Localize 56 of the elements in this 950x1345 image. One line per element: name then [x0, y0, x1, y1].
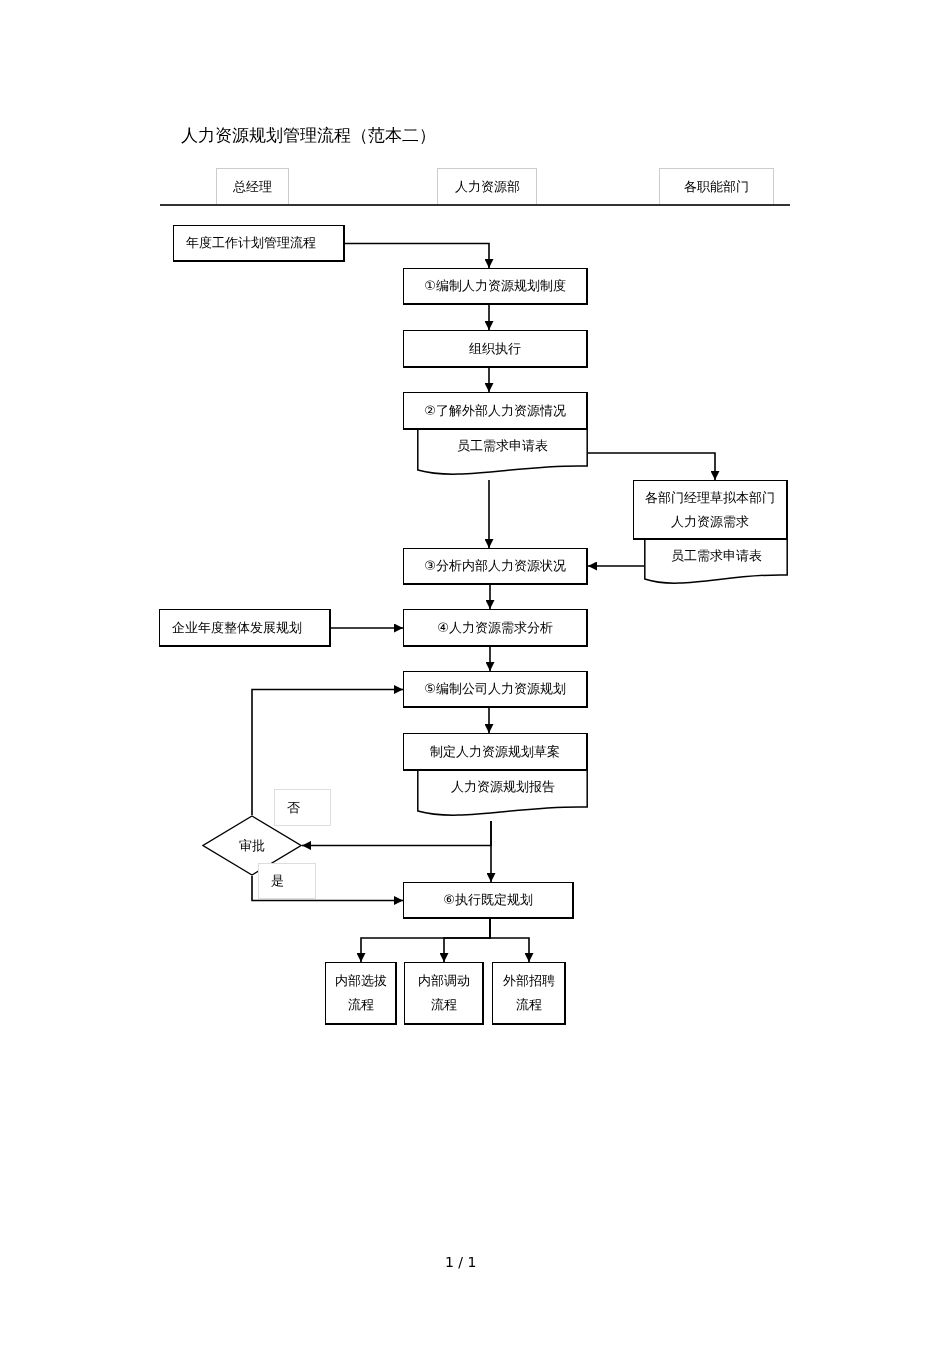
process-box [403, 392, 588, 430]
process-box [403, 733, 588, 771]
arrow [489, 918, 534, 963]
process-box [403, 671, 588, 708]
process-box [403, 882, 574, 919]
process-box [403, 548, 588, 585]
node-label: ⑥执行既定规划 [443, 891, 533, 909]
process-box [403, 609, 588, 647]
process-box [633, 480, 788, 540]
arrow [484, 367, 494, 393]
node-label: 审批 [239, 836, 265, 855]
node-label: 组织执行 [469, 339, 521, 358]
arrow [344, 242, 494, 269]
node-label: 外部招聘流程 [501, 972, 556, 1014]
node-label: 员工需求申请表 [457, 437, 548, 455]
diagram-title: 人力资源规划管理流程（范本二） [181, 124, 436, 147]
node-label: ③分析内部人力资源状况 [424, 557, 566, 575]
edge-label: 否 [274, 789, 331, 826]
node-label: 企业年度整体发展规划 [172, 618, 302, 637]
process-box [159, 609, 331, 647]
node-label: 各职能部门 [684, 177, 749, 196]
arrow [484, 707, 494, 734]
process-box [404, 962, 484, 1025]
page-number: 1 / 1 [445, 1253, 477, 1272]
lane-header [437, 168, 537, 204]
arrow [587, 561, 645, 571]
node-label: ④人力资源需求分析 [437, 618, 553, 637]
node-label: 总经理 [233, 177, 272, 196]
node-label: 人力资源规划报告 [450, 778, 555, 796]
process-box [173, 225, 345, 262]
node-label: 内部选拔流程 [334, 972, 387, 1014]
arrow [486, 820, 496, 883]
node-label: 各部门经理草拟本部门人力资源需求 [644, 488, 776, 531]
arrow [330, 623, 404, 633]
process-box [492, 962, 566, 1025]
node-label: 员工需求申请表 [670, 547, 762, 565]
arrow [251, 685, 404, 816]
process-box [403, 268, 588, 305]
process-box [403, 330, 588, 368]
arrow [485, 646, 495, 672]
process-box [325, 962, 397, 1025]
node-label: 制定人力资源规划草案 [430, 742, 560, 761]
node-label: ①编制人力资源规划制度 [424, 277, 566, 295]
node-label: ⑤编制公司人力资源规划 [424, 680, 566, 698]
edge-label: 是 [258, 863, 316, 899]
arrow [484, 479, 494, 549]
arrow [587, 452, 720, 481]
arrow [251, 875, 404, 905]
node-label: 内部调动流程 [416, 972, 471, 1014]
node-label: 年度工作计划管理流程 [186, 234, 316, 252]
node-label: 人力资源部 [454, 177, 520, 196]
node-label: ②了解外部人力资源情况 [424, 401, 566, 420]
arrow [484, 304, 494, 331]
lane-header [659, 168, 774, 204]
arrow [485, 584, 495, 610]
lane-header [216, 168, 289, 204]
